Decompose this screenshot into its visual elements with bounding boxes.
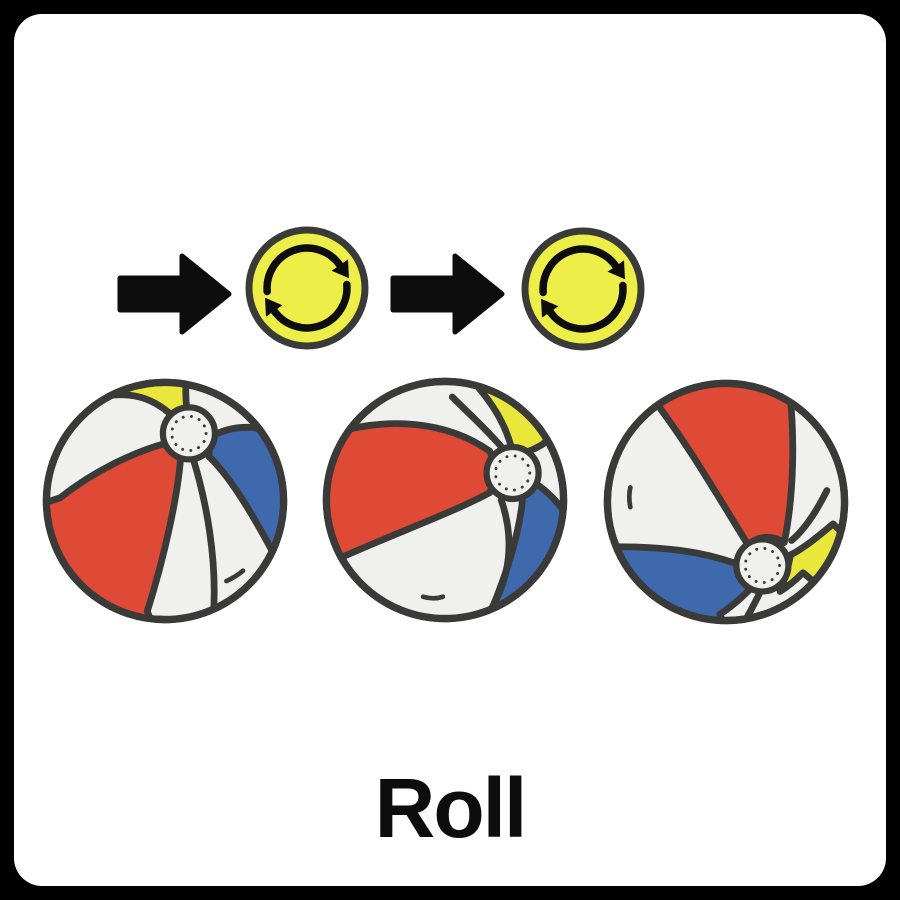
seam-line [189,454,218,610]
beach-ball-frame-2 [322,377,568,623]
highlight-line [224,568,246,584]
arrow-right-icon [117,250,233,338]
valve-dots [743,546,782,585]
card-title: Roll [374,761,528,855]
seam-line [788,487,831,544]
rotate-clockwise-icon [518,224,648,354]
highlight-line [420,594,446,601]
beach-ball-frame-3 [603,379,849,625]
seam-line [448,393,507,453]
rotate-clockwise-icon [242,223,372,353]
beach-ball-frame-1 [42,378,288,624]
arrow-right-icon [390,250,506,338]
seam-line [486,496,513,615]
highlight-line [626,485,633,510]
valve-dots [493,454,532,492]
valve-dots [170,414,208,453]
